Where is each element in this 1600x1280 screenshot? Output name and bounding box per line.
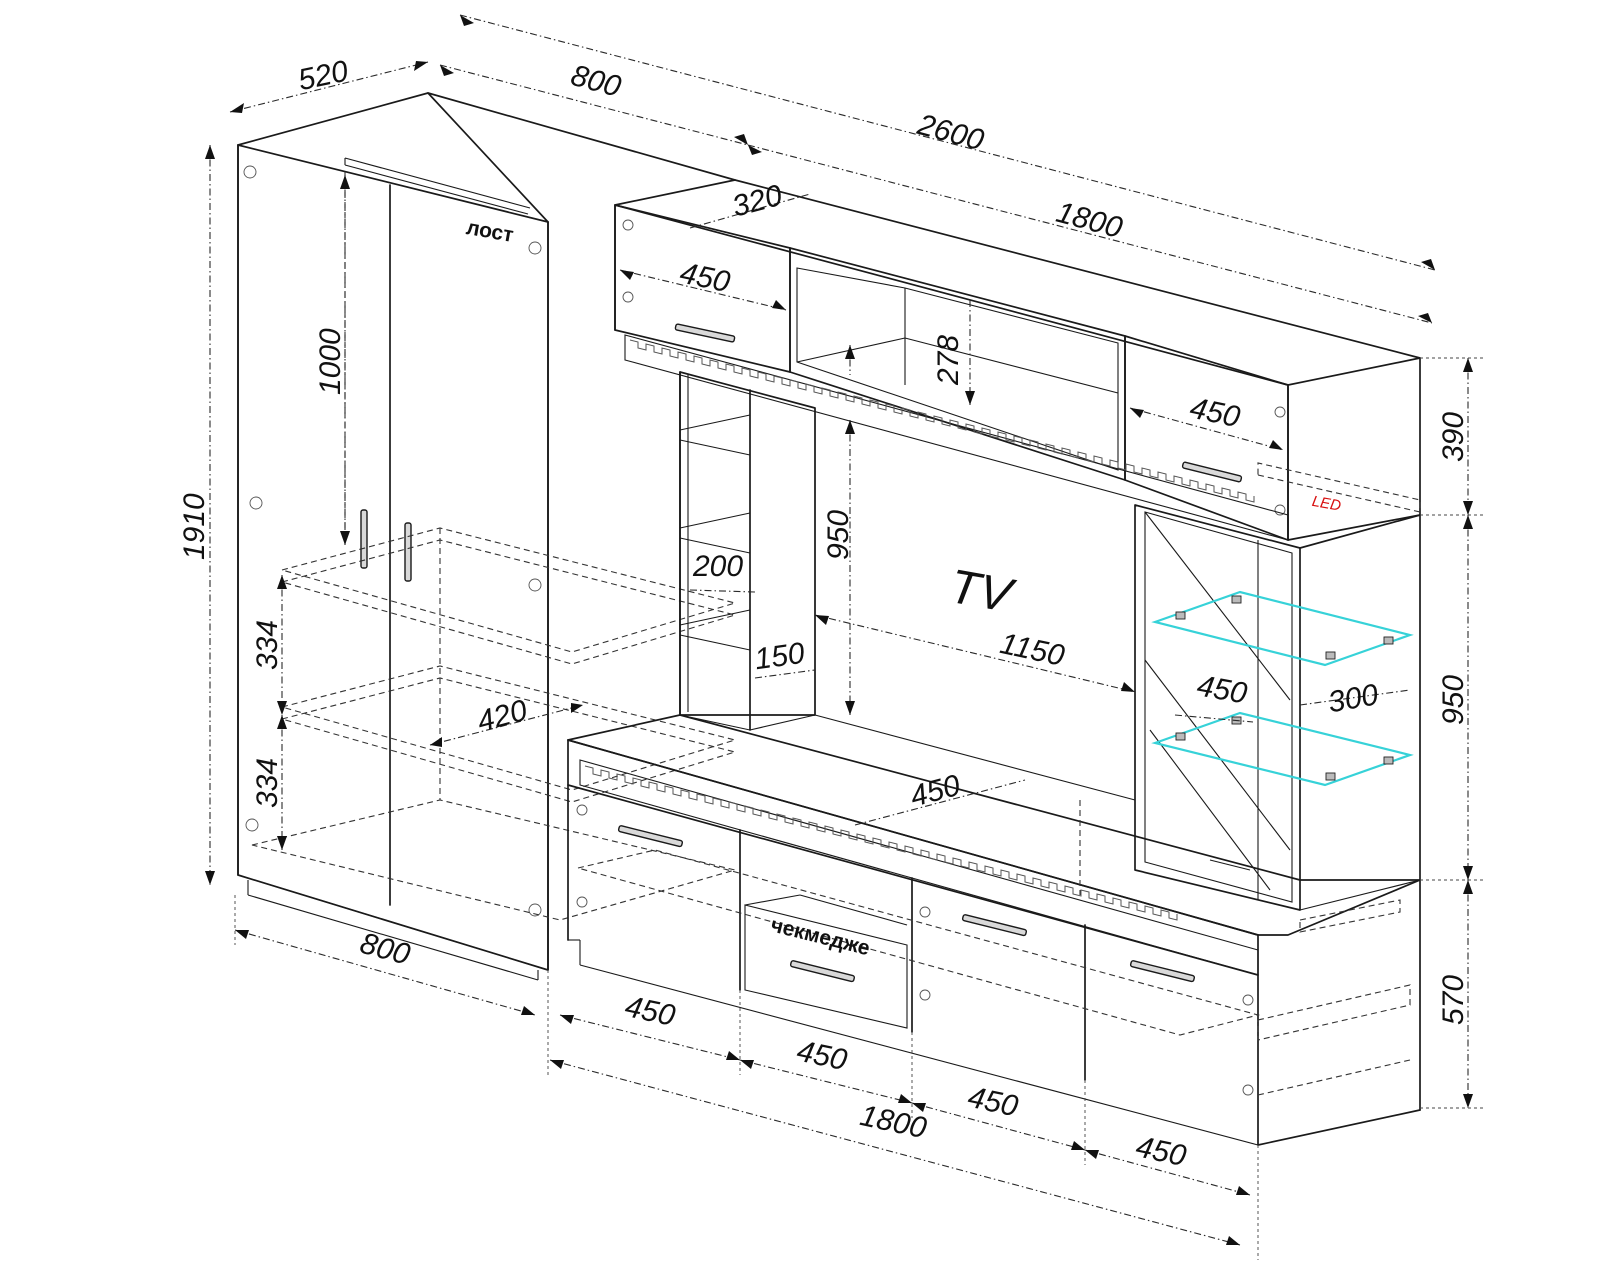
- led-label: LED: [1311, 493, 1343, 515]
- dim-520: 520: [295, 54, 351, 97]
- dim-450-glass: 450: [1194, 669, 1249, 710]
- text-labels: TV лост чекмедже LED: [464, 216, 1342, 960]
- dim-450-base-c: 450: [965, 1081, 1021, 1124]
- dim-320: 320: [729, 179, 786, 224]
- glass-shelf-lower: [1151, 711, 1414, 787]
- dim-1000: 1000: [314, 328, 347, 395]
- dim-150: 150: [752, 637, 806, 677]
- dim-450-base-d: 450: [1133, 1130, 1189, 1173]
- dimension-labels: 520 800 2600 320 1800 450 450 278 1910 1…: [178, 54, 1470, 1173]
- chekmedzhe-label: чекмедже: [768, 913, 872, 960]
- stand-handle-4: [1129, 960, 1196, 983]
- stand-handle-1: [617, 825, 684, 848]
- dim-334-upper: 334: [251, 620, 284, 670]
- top-right-handle: [1181, 461, 1243, 483]
- dim-278: 278: [932, 335, 965, 386]
- dimension-lines: [205, 14, 1485, 1260]
- dim-450-top-left: 450: [677, 257, 733, 300]
- dim-1800-top: 1800: [1053, 196, 1126, 245]
- dim-420: 420: [474, 694, 531, 739]
- dim-950-center: 950: [822, 510, 855, 560]
- top-left-handle: [674, 323, 736, 343]
- glass-shelf-upper: [1151, 590, 1414, 667]
- tv-label: TV: [946, 560, 1020, 624]
- wardrobe-handle-left: [360, 509, 368, 569]
- dim-300: 300: [1326, 678, 1381, 719]
- dim-450-top-right: 450: [1187, 392, 1243, 435]
- dim-570: 570: [1437, 975, 1470, 1025]
- led-strip: [1257, 462, 1421, 513]
- dim-1910: 1910: [178, 493, 211, 560]
- stand-handle-3: [961, 914, 1028, 937]
- dim-800-bottom: 800: [357, 927, 414, 972]
- dim-450-stand-top: 450: [907, 769, 964, 814]
- wardrobe-handle-right: [404, 522, 412, 582]
- dim-334-lower: 334: [251, 758, 284, 808]
- dim-800-top: 800: [567, 59, 624, 104]
- dim-390: 390: [1437, 412, 1470, 462]
- dim-950-right: 950: [1437, 675, 1470, 725]
- dim-450-base-b: 450: [794, 1035, 850, 1078]
- tv-stand: [567, 714, 1421, 1146]
- tv-back-panel: [814, 408, 1136, 801]
- wardrobe: [237, 92, 738, 981]
- lost-label: лост: [464, 216, 515, 247]
- dim-2600: 2600: [913, 108, 987, 157]
- dim-450-base-a: 450: [622, 990, 678, 1033]
- dim-200: 200: [692, 550, 743, 583]
- stand-handle-2: [789, 960, 856, 983]
- drawer: [744, 904, 908, 1029]
- top-section: [614, 179, 1421, 541]
- dim-1150: 1150: [997, 627, 1067, 673]
